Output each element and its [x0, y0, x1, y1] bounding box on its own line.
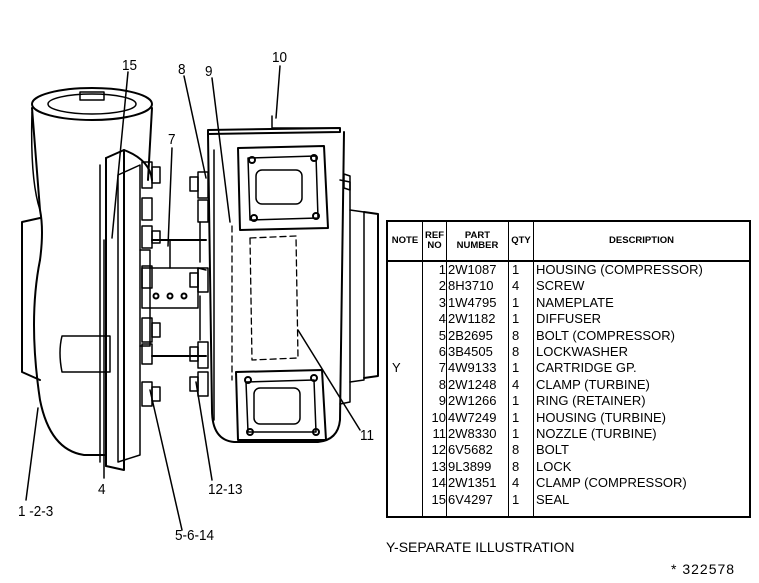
- description-cell: DIFFUSER: [536, 311, 601, 327]
- leader-lines: [25, 65, 361, 531]
- qty-cell: 8: [512, 327, 520, 343]
- ref-no-cell: 7: [438, 360, 446, 376]
- description-cell: CARTRIDGE GP.: [536, 360, 637, 376]
- description-cell: RING (RETAINER): [536, 393, 646, 409]
- callout-9: 9: [205, 63, 213, 80]
- ref-no-cell: 2: [438, 278, 446, 294]
- ref-no-cell: 11: [432, 426, 447, 441]
- cartridge-group: [139, 239, 207, 357]
- part-number-cell: 6V4297: [448, 491, 493, 507]
- description-cell: SEAL: [536, 491, 570, 507]
- qty-cell: 8: [512, 442, 520, 458]
- callout-15: 15: [122, 57, 138, 74]
- header-note: NOTE: [391, 235, 419, 246]
- qty-cell: 4: [512, 475, 520, 491]
- part-number-cell: 2W1248: [448, 376, 497, 392]
- qty-cell: 1: [512, 262, 520, 277]
- part-number-cell: 9L3899: [448, 458, 492, 474]
- part-number-cell: 2W1266: [448, 393, 497, 409]
- qty-cell: 1: [512, 294, 520, 310]
- qty-cell: 1: [512, 393, 520, 409]
- callout-10: 10: [272, 49, 288, 66]
- qty-cell: 1: [512, 409, 520, 425]
- footnote: Y-SEPARATE ILLUSTRATION: [386, 539, 575, 555]
- part-number-cell: 4W7249: [448, 409, 497, 425]
- part-number-cell: 2W1182: [448, 311, 496, 327]
- description-cell: NAMEPLATE: [536, 294, 614, 310]
- ref-no-cell: 14: [431, 475, 446, 491]
- ref-no-cell: 9: [438, 393, 446, 409]
- ref-no-cell: 5: [438, 327, 446, 343]
- callout-7: 7: [168, 131, 176, 148]
- description-cell: BOLT: [536, 442, 569, 458]
- turbine-clamps: [189, 171, 209, 397]
- callout-4: 4: [98, 481, 106, 498]
- callout-5-6-14: 5-6-14: [175, 527, 215, 544]
- part-number-cell: 6V5682: [448, 442, 493, 458]
- ref-no-cell: 6: [438, 344, 446, 359]
- qty-cell: 8: [512, 344, 520, 359]
- part-number-cell: 1W4795: [448, 294, 497, 310]
- note-value: Y: [392, 360, 401, 375]
- description-cell: LOCK: [536, 458, 572, 474]
- ref-no-cell: 4: [438, 311, 446, 327]
- header-description: DESCRIPTION: [609, 235, 674, 246]
- catalog-number: * 322578: [671, 561, 736, 577]
- qty-cell: 1: [512, 491, 520, 507]
- compressor-bolts: [141, 161, 161, 407]
- callout-11: 11: [360, 427, 375, 444]
- ref-no-cell: 15: [431, 491, 446, 507]
- qty-cell: 4: [512, 376, 520, 392]
- qty-cell: 1: [512, 360, 520, 376]
- ref-no-cell: 8: [438, 376, 446, 392]
- description-cell: SCREW: [536, 278, 585, 294]
- description-cell: NOZZLE (TURBINE): [536, 426, 657, 441]
- part-number-cell: 2W1087: [448, 262, 497, 277]
- part-number-cell: 4W9133: [448, 360, 497, 376]
- part-number-cell: 2W8330: [448, 426, 497, 441]
- part-number-cell: 3B4505: [448, 344, 493, 359]
- table-header-row: [388, 222, 749, 262]
- qty-cell: 4: [512, 278, 520, 294]
- turbine-housing: [207, 115, 379, 443]
- qty-cell: 1: [512, 426, 520, 441]
- part-number-cell: 2B2695: [448, 327, 493, 343]
- part-number-cell: 2W1351: [448, 475, 497, 491]
- callout-1-2-3: 1 -2-3: [18, 503, 54, 520]
- part-number-cell: 8H3710: [448, 278, 494, 294]
- diffuser-plate: [117, 164, 141, 463]
- qty-cell: 1: [512, 311, 520, 327]
- description-cell: HOUSING (TURBINE): [536, 409, 666, 425]
- compressor-housing: [21, 87, 153, 471]
- callout-8: 8: [178, 61, 186, 78]
- description-cell: CLAMP (COMPRESSOR): [536, 475, 687, 491]
- ref-no-cell: 10: [431, 409, 446, 425]
- description-cell: LOCKWASHER: [536, 344, 628, 359]
- header-qty: QTY: [511, 235, 531, 246]
- qty-cell: 8: [512, 458, 520, 474]
- ref-no-cell: 3: [438, 294, 446, 310]
- description-cell: BOLT (COMPRESSOR): [536, 327, 675, 343]
- ref-no-cell: 12: [431, 442, 446, 458]
- description-cell: HOUSING (COMPRESSOR): [536, 262, 703, 277]
- ref-no-cell: 1: [438, 262, 446, 277]
- callout-12-13: 12-13: [208, 481, 243, 498]
- description-cell: CLAMP (TURBINE): [536, 376, 650, 392]
- ref-no-cell: 13: [431, 458, 446, 474]
